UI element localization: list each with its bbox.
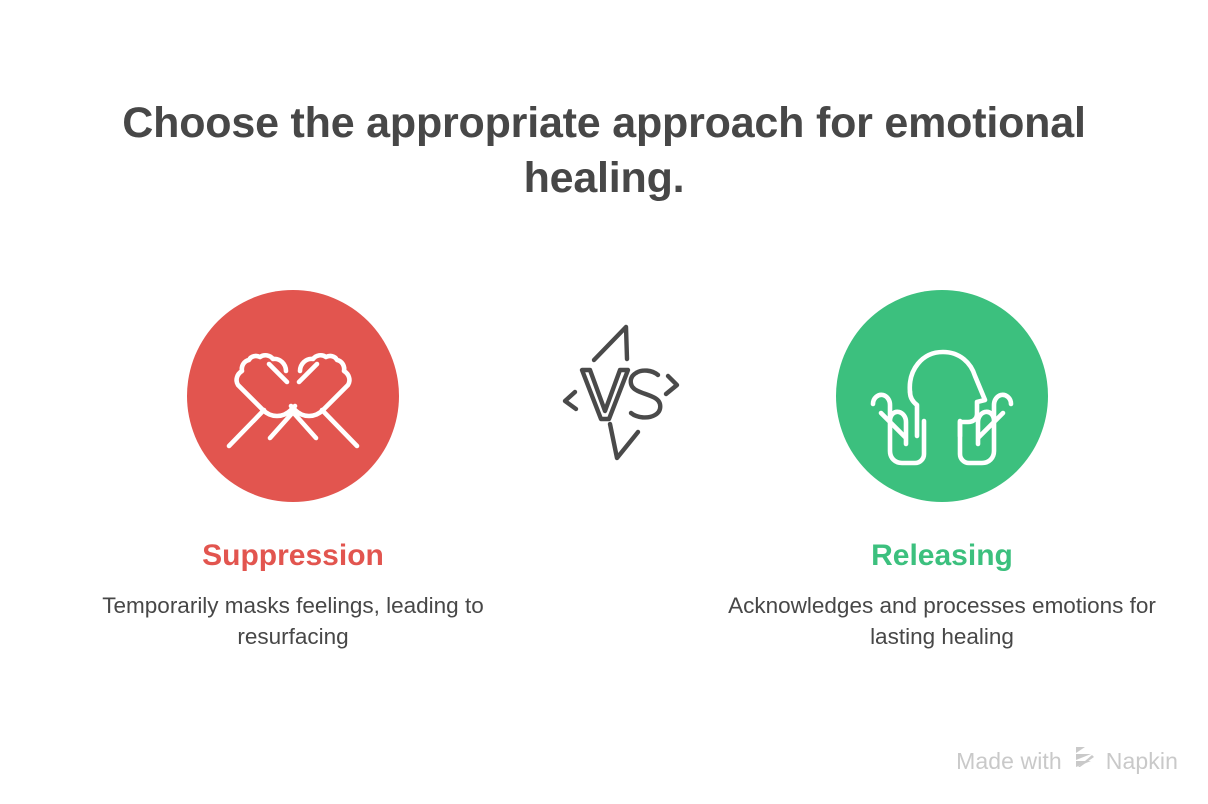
comparison-item-releasing: Releasing Acknowledges and processes emo… xyxy=(702,290,1182,653)
suppression-description: Temporarily masks feelings, leading to r… xyxy=(102,593,484,649)
releasing-icon-circle xyxy=(836,290,1048,502)
releasing-label: Releasing xyxy=(871,539,1013,572)
page-title: Choose the appropriate approach for emot… xyxy=(122,99,1086,203)
crossed-fists-icon xyxy=(223,331,363,461)
watermark-prefix-label: Made with xyxy=(956,747,1062,774)
napkin-logo-icon xyxy=(1071,745,1097,777)
comparison-item-suppression: Suppression Temporarily masks feelings, … xyxy=(53,290,533,653)
comparison-row: Suppression Temporarily masks feelings, … xyxy=(0,290,1208,710)
releasing-description: Acknowledges and processes emotions for … xyxy=(728,593,1156,649)
suppression-icon-circle xyxy=(187,290,399,502)
napkin-watermark: Made with Napkin xyxy=(956,745,1178,777)
versus-badge xyxy=(546,312,686,472)
head-with-open-hands-icon xyxy=(867,326,1017,466)
suppression-label: Suppression xyxy=(202,539,384,572)
watermark-brand-label: Napkin xyxy=(1105,747,1178,774)
